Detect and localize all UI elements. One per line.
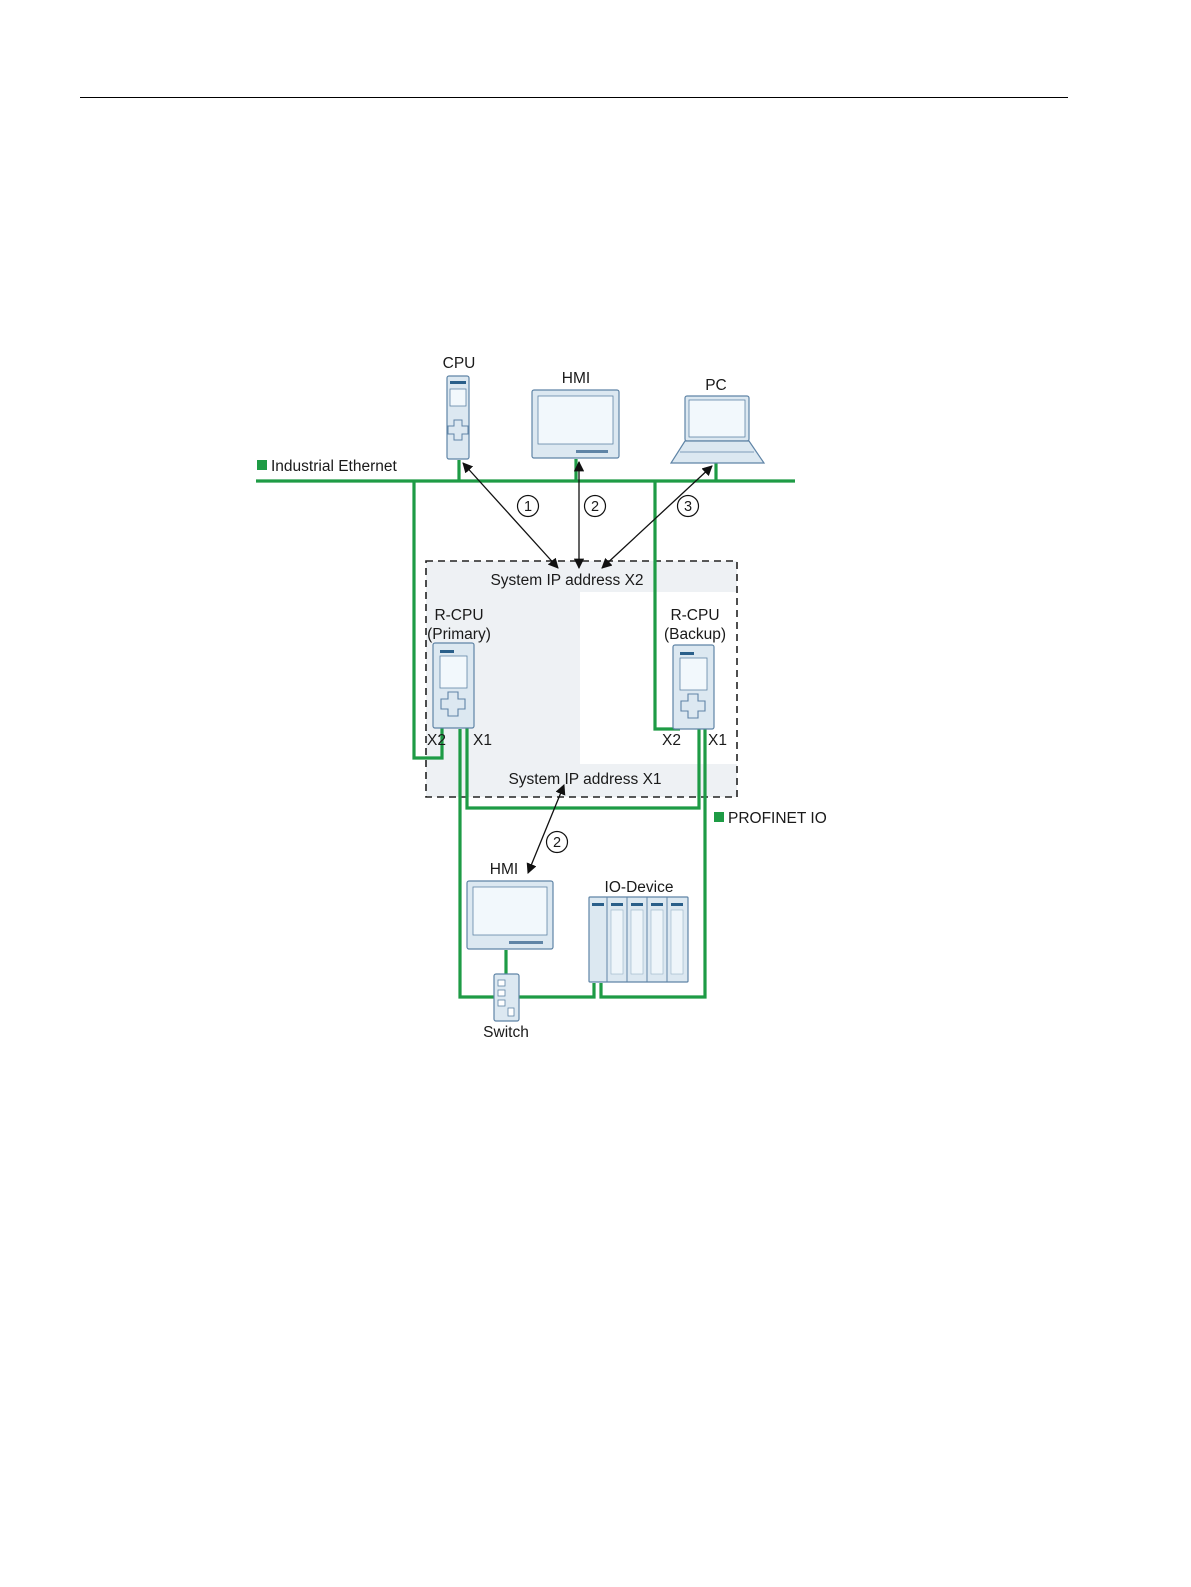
- industrial-ethernet-label: Industrial Ethernet: [271, 458, 397, 475]
- pc-label: PC: [705, 377, 727, 394]
- cpu-label: CPU: [443, 355, 476, 372]
- primary-x1-port-label: X1: [473, 732, 492, 749]
- profinet-io-label: PROFINET IO: [728, 810, 827, 827]
- laptop-icon: [671, 396, 764, 463]
- io-device-label: IO-Device: [605, 879, 674, 896]
- system-ip-x1-label: System IP address X1: [508, 771, 661, 788]
- hmi-bottom-label: HMI: [490, 861, 518, 878]
- switch-icon: [494, 974, 519, 1021]
- r-cpu-backup-label-line2: (Backup): [664, 626, 726, 643]
- hmi-bottom-panel-icon: [467, 881, 553, 949]
- primary-x2-port-label: X2: [427, 732, 446, 749]
- switch-label: Switch: [483, 1024, 529, 1041]
- r-cpu-backup-label-line1: R-CPU: [670, 607, 719, 624]
- callout-3: 3: [684, 499, 692, 515]
- system-ip-x2-label: System IP address X2: [490, 572, 643, 589]
- backup-x2-port-label: X2: [662, 732, 681, 749]
- arrow-1: [463, 463, 558, 568]
- profinet-legend-square: [714, 812, 724, 822]
- r-cpu-primary-icon: [433, 643, 474, 728]
- callout-2-top: 2: [591, 499, 599, 515]
- industrial-ethernet-legend-square: [257, 460, 267, 470]
- hmi-panel-icon: [532, 390, 619, 458]
- hmi-top-label: HMI: [562, 370, 590, 387]
- cpu-icon: [447, 376, 469, 459]
- callout-2-bottom: 2: [553, 835, 561, 851]
- callout-1: 1: [524, 499, 532, 515]
- r-cpu-primary-label-line1: R-CPU: [434, 607, 483, 624]
- r-cpu-backup-icon: [673, 645, 714, 729]
- backup-x1-port-label: X1: [708, 732, 727, 749]
- arrow-2-bottom: [528, 785, 564, 873]
- r-cpu-primary-label-line2: (Primary): [427, 626, 491, 643]
- io-device-icon: [589, 897, 688, 982]
